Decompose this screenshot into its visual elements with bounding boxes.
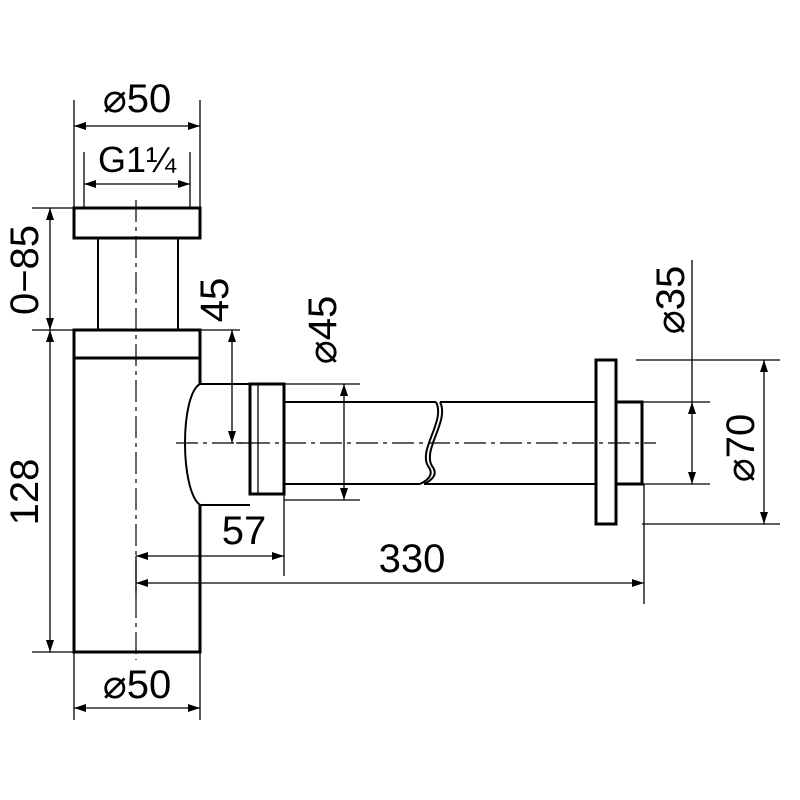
label-height-adjust: 0−85 [3, 225, 47, 315]
label-length: 330 [379, 537, 446, 581]
top-cap [72, 206, 202, 240]
label-offset-horizontal: 57 [222, 509, 267, 553]
pipe-nut [248, 382, 286, 496]
label-flange-diameter: ⌀70 [719, 414, 763, 483]
label-bottom-diameter: ⌀50 [103, 663, 172, 707]
label-height-total: 128 [3, 459, 47, 526]
label-outlet-diameter: ⌀35 [649, 266, 693, 335]
wall-flange [594, 358, 618, 526]
label-thread: G1¼ [98, 139, 177, 180]
label-pipe-diameter: ⌀45 [301, 296, 345, 365]
extension-lines [32, 100, 780, 720]
label-top-diameter: ⌀50 [103, 77, 172, 121]
label-offset-vertical: 45 [193, 278, 237, 323]
bottle-body [72, 358, 202, 654]
trap-body [72, 206, 644, 654]
elbow [184, 383, 250, 506]
center-lines [135, 200, 656, 660]
dimension-lines [46, 122, 768, 712]
connection-nut [72, 328, 202, 360]
dimension-labels: ⌀50 G1¼ 0−85 128 45 ⌀45 ⌀35 ⌀70 57 330 ⌀… [3, 77, 763, 707]
